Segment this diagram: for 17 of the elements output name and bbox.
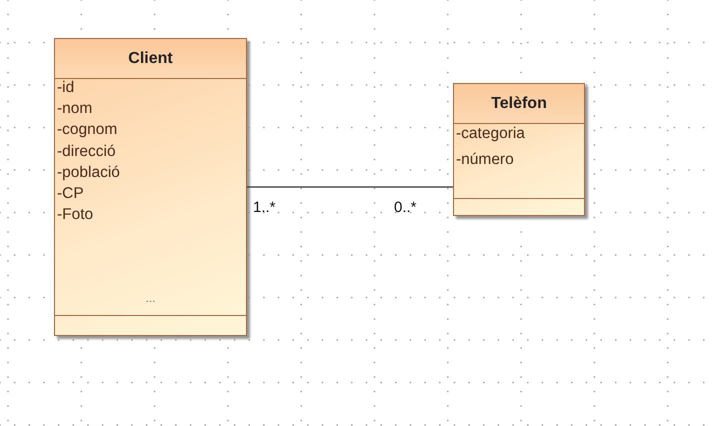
attribute-text: -direcció (57, 142, 116, 161)
association-line (247, 186, 453, 188)
attribute-text: -id (57, 79, 74, 97)
attribute-text: -Foto (57, 206, 94, 224)
ellipsis-text: ... (146, 290, 156, 307)
multiplicity-label: 0..* (394, 199, 417, 216)
class-name: Client (128, 49, 173, 69)
multiplicity-label: 1..* (253, 199, 276, 216)
attribute-text: -CP (57, 185, 84, 203)
class-box (453, 83, 585, 216)
attribute-text: -població (57, 164, 120, 182)
class-name: Telèfon (491, 94, 547, 114)
attribute-text: -cognom (57, 121, 118, 140)
attribute-text: -categoria (456, 125, 525, 143)
attribute-text: -número (456, 151, 514, 169)
class-box (54, 38, 247, 336)
attribute-text: -nom (57, 100, 92, 118)
